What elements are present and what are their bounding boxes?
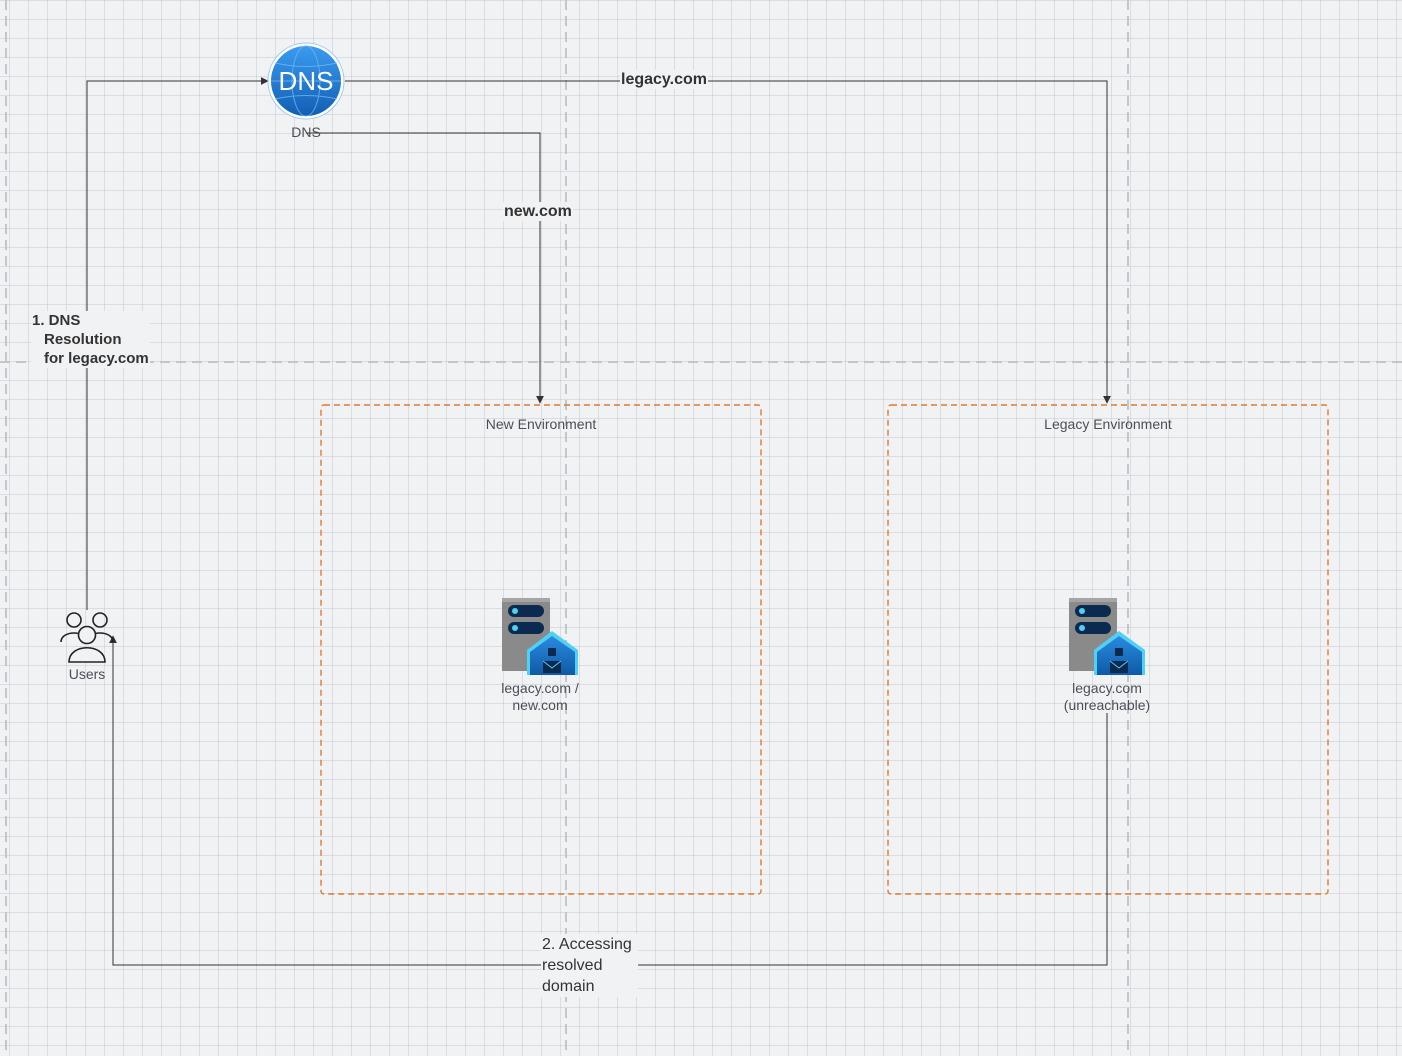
legacy-server-label-line2: (unreachable)	[1063, 697, 1151, 713]
globe-dns-icon[interactable]: DNS	[267, 42, 345, 120]
new-server-label-line1: legacy.com /	[501, 680, 579, 696]
dns-resolution-label-line2: Resolution	[44, 331, 122, 348]
new-server-label: legacy.com / new.com	[470, 680, 610, 714]
dns-node-label: DNS	[291, 124, 321, 140]
legacy-server-label-line1: legacy.com	[1072, 680, 1142, 696]
web-server-icon[interactable]	[502, 598, 578, 675]
legacy-environment-title: Legacy Environment	[1044, 416, 1172, 432]
access-label-line2: resolved	[542, 957, 603, 974]
dns-resolution-edge-label: 1. DNS Resolution for legacy.com	[31, 311, 150, 368]
legacy-environment-group[interactable]	[887, 404, 1329, 895]
new-environment-title: New Environment	[485, 416, 597, 432]
legacy-com-edge-label: legacy.com	[620, 70, 708, 90]
connectors	[86, 77, 1111, 966]
connector-dns-to-legacy-environment[interactable]	[345, 80, 1111, 404]
access-label-line3: domain	[542, 978, 595, 995]
connector-dns-to-new-environment[interactable]	[306, 132, 544, 404]
users-node-label: Users	[68, 666, 106, 682]
web-server-icon[interactable]	[1069, 598, 1145, 675]
connector-users-to-dns[interactable]	[86, 77, 269, 610]
accessing-domain-edge-label: 2. Accessing resolved domain	[541, 934, 638, 997]
dns-resolution-label-line1: 1. DNS	[32, 312, 81, 329]
users-icon[interactable]	[60, 612, 114, 663]
access-label-line1: 2. Accessing	[542, 936, 632, 953]
dns-icon-text: DNS	[279, 66, 334, 96]
legacy-server-label: legacy.com (unreachable)	[1037, 680, 1177, 714]
new-server-label-line2: new.com	[512, 697, 568, 713]
new-environment-group[interactable]	[320, 404, 762, 895]
new-com-edge-label: new.com	[503, 202, 573, 222]
connector-legacy-server-to-users[interactable]	[109, 635, 1108, 966]
dns-resolution-label-line3: for legacy.com	[44, 350, 149, 367]
